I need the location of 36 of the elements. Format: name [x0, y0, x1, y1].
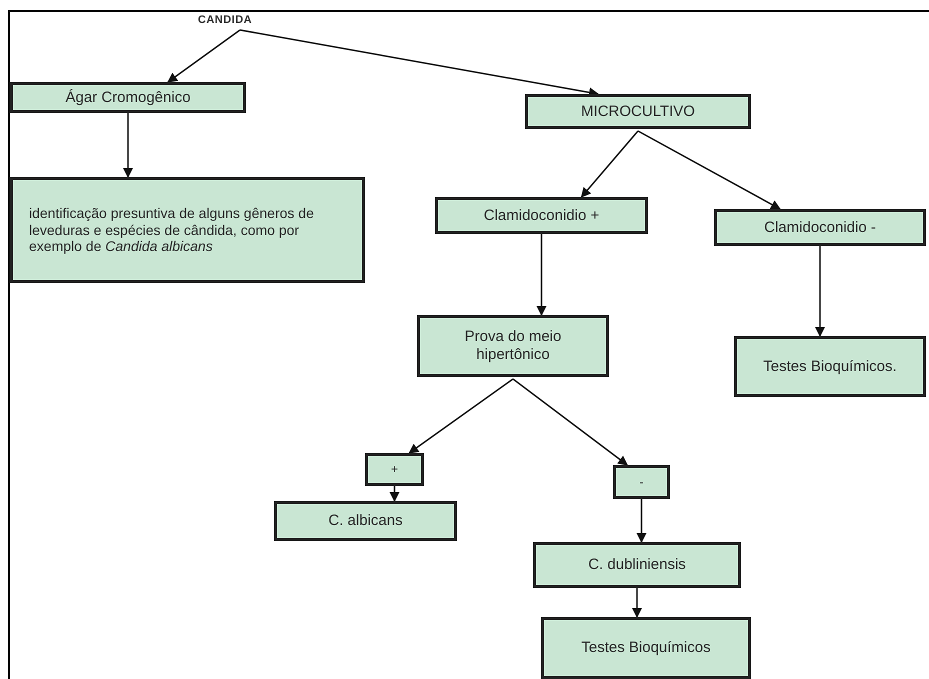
- process-box: [541, 617, 751, 679]
- arrow: [408, 378, 514, 454]
- arrow: [167, 29, 240, 83]
- node-text: -: [640, 474, 644, 490]
- node-text: C. albicans: [328, 512, 403, 530]
- node-text: +: [390, 462, 398, 477]
- arrow: [632, 588, 642, 618]
- process-box: [714, 209, 926, 246]
- node-text: Ágar Cromogênico: [65, 88, 191, 106]
- node-text: Prova do meio hipertônico: [464, 328, 562, 364]
- arrow: [815, 246, 825, 337]
- process-box: [10, 177, 365, 283]
- process-box: [10, 82, 246, 113]
- node-text: Clamidoconidio +: [484, 206, 600, 224]
- process-box: [417, 315, 609, 377]
- node-text: identificação presuntiva de alguns gêneros de leveduras e espécies de cândida, como por exemplo de Candida albicans: [29, 204, 315, 256]
- arrow: [512, 378, 628, 466]
- arrow: [580, 130, 639, 198]
- node-text: Testes Bioquímicos: [581, 639, 711, 657]
- node-text: Clamidoconidio -: [764, 218, 876, 236]
- title-text: CANDIDA: [198, 14, 252, 26]
- node-text: Testes Bioquímicos.: [763, 358, 897, 376]
- arrow: [638, 130, 781, 210]
- process-box: [365, 453, 424, 486]
- process-box: [525, 94, 751, 129]
- node-text: C. dubliniensis: [588, 556, 686, 574]
- process-box: [274, 501, 457, 541]
- arrow: [636, 499, 646, 543]
- arrow: [390, 486, 400, 502]
- arrow: [123, 113, 133, 178]
- process-box: [734, 336, 926, 397]
- node-text: MICROCULTIVO: [581, 102, 695, 120]
- process-box: [435, 197, 648, 234]
- process-box: [613, 465, 670, 499]
- process-box: [533, 542, 741, 588]
- arrow: [536, 234, 546, 316]
